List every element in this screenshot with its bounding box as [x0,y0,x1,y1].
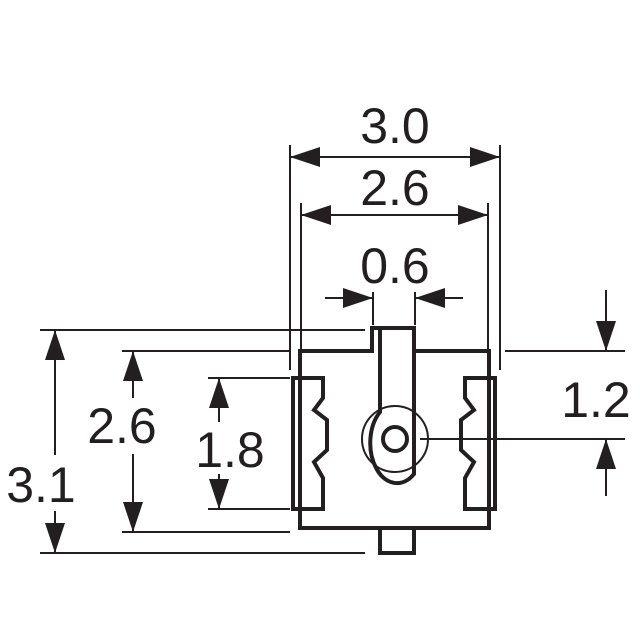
dim-body-width: 2.6 [301,160,488,225]
overall-width-label: 3.0 [360,98,430,154]
hole-offset-label: 1.2 [561,372,631,428]
pad-height-label: 1.8 [195,422,265,478]
dim-overall-height: 3.1 [0,330,82,553]
center-hole [381,425,409,453]
bottom-tab [378,530,416,555]
body-height-label: 2.6 [87,398,157,454]
dim-tab-width: 0.6 [325,238,463,308]
dim-pad-height: 1.8 [188,378,276,509]
body-width-label: 2.6 [360,160,430,216]
right-pad [459,376,497,511]
center-lead [368,330,416,486]
dim-overall-width: 3.0 [290,98,500,167]
dim-hole-offset: 1.2 [561,290,631,496]
overall-height-label: 3.1 [6,457,76,513]
left-pad [291,376,329,511]
dim-body-height: 2.6 [78,351,168,532]
component-body [291,326,497,555]
tab-width-label: 0.6 [360,238,430,294]
